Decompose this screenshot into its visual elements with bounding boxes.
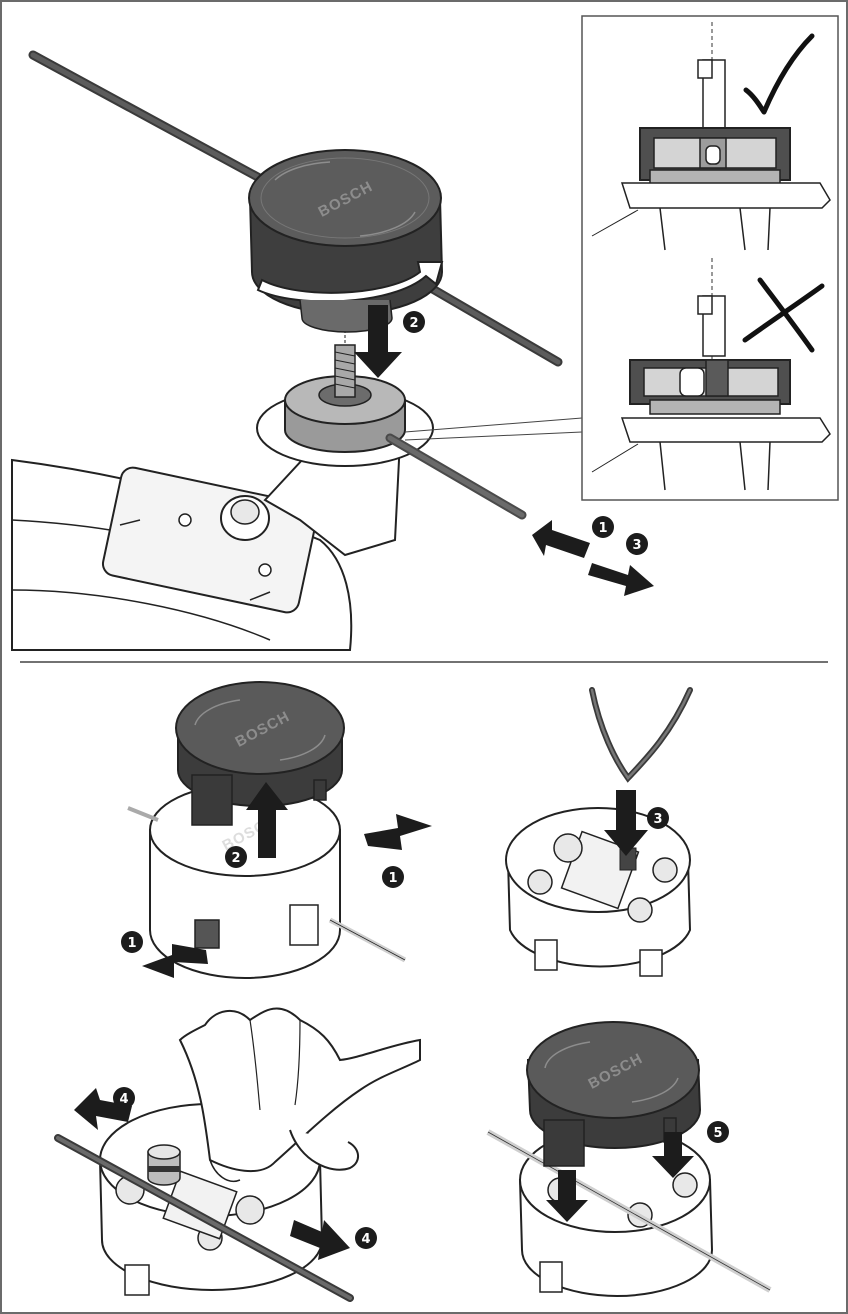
threaded-shaft <box>334 344 356 398</box>
down-arrow-5-right <box>652 1132 694 1178</box>
down-arrow-3 <box>604 790 648 856</box>
svg-text:2: 2 <box>409 316 418 331</box>
svg-text:2: 2 <box>231 851 240 866</box>
correct-fit-detail <box>591 22 831 251</box>
svg-text:1: 1 <box>388 871 397 886</box>
incorrect-fit-detail <box>591 258 831 491</box>
step-wind-line: 4 4 <box>54 1007 421 1302</box>
lower-left-step-4b-badge: 4 <box>355 1227 377 1249</box>
pull-arrow-4-left <box>74 1088 132 1130</box>
svg-text:1: 1 <box>127 936 136 951</box>
top-step-3-badge: 3 <box>626 533 648 555</box>
svg-text:3: 3 <box>653 812 662 827</box>
press-arrow-right <box>364 814 432 850</box>
svg-text:4: 4 <box>361 1232 370 1247</box>
hand-illustration <box>178 1007 421 1173</box>
inset-panel <box>581 15 839 501</box>
top-illustration: BOSCH 2 1 3 <box>11 50 654 651</box>
bottom-left-step-2-badge: 2 <box>225 846 247 868</box>
bottom-right-step-3-badge: 3 <box>647 807 669 829</box>
lower-left-step-4a-badge: 4 <box>113 1087 135 1109</box>
bottom-left-step-1b-badge: 1 <box>382 866 404 888</box>
pull-arrow-4-right <box>290 1220 350 1260</box>
check-mark-icon <box>743 33 815 115</box>
top-step-1-badge: 1 <box>592 516 614 538</box>
svg-text:1: 1 <box>598 521 607 536</box>
step-remove-cap: BOSCH BOSCH 2 1 1 <box>121 681 432 979</box>
upper-cap-top <box>248 149 442 247</box>
svg-text:4: 4 <box>119 1092 128 1107</box>
cross-mark-icon <box>742 277 825 353</box>
step-replace-cap: BOSCH 5 <box>486 1021 772 1297</box>
top-step-2-badge: 2 <box>403 311 425 333</box>
down-arrow-2 <box>354 305 402 378</box>
up-arrow-2 <box>246 782 288 858</box>
down-arrow-5-left <box>546 1170 588 1222</box>
pull-arrow-3 <box>588 563 654 596</box>
step-insert-line: 3 <box>505 687 693 977</box>
bottom-left-step-1a-badge: 1 <box>121 931 143 953</box>
press-arrow-left <box>142 944 208 978</box>
lower-right-step-5-badge: 5 <box>707 1121 729 1143</box>
svg-text:5: 5 <box>713 1126 722 1141</box>
svg-text:3: 3 <box>632 538 641 553</box>
push-arrow-1 <box>532 520 590 558</box>
